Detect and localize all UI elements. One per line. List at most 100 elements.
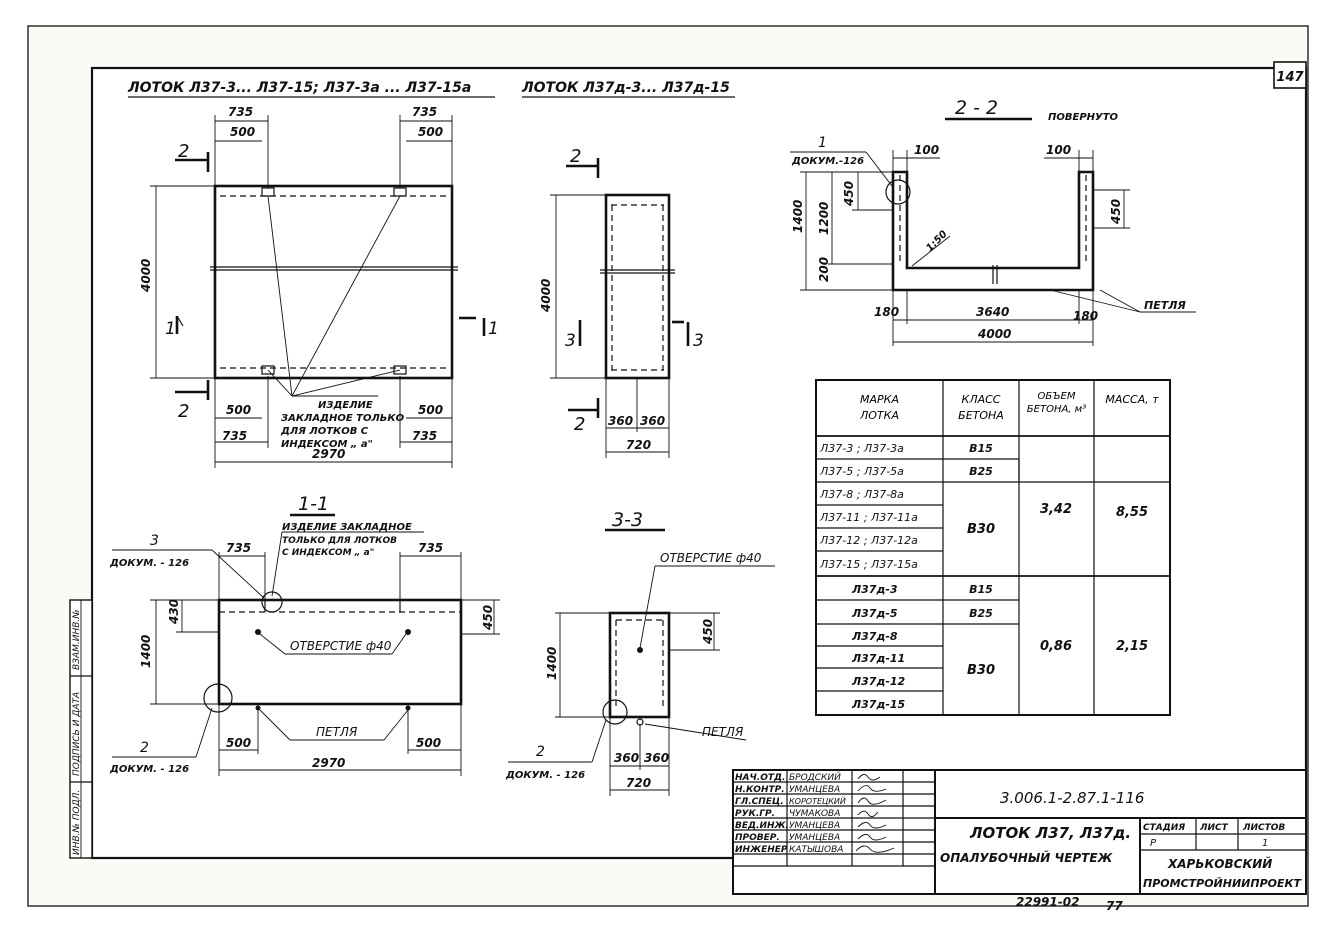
- plan-b-title: ЛОТОК Л37д-3... Л37д-15: [521, 80, 730, 96]
- section-33-callout2-num: 2: [536, 744, 545, 760]
- tb-role-2: ГЛ.СПЕЦ.: [735, 797, 784, 807]
- spec-mark-0: Л37-3 ; Л37-3а: [819, 442, 904, 455]
- tb-name-0: БРОДСКИЙ: [789, 771, 841, 783]
- section-22-note: ПОВЕРНУТО: [1048, 112, 1119, 123]
- plan-b-dim-360-l: 360: [608, 414, 633, 428]
- section-22-dim-450-r: 450: [1109, 199, 1123, 225]
- strip-signature-date: ПОДПИСЬ И ДАТА: [72, 692, 82, 776]
- section-11-view: ИЗДЕЛИЕ ЗАКЛАДНОЕ ТОЛЬКО ДЛЯ ЛОТКОВ С ИН…: [109, 522, 500, 776]
- section-11-loop: ПЕТЛЯ: [316, 725, 358, 739]
- plan-a-dim-500-tr: 500: [418, 125, 443, 139]
- plan-b-dim-720: 720: [626, 438, 651, 452]
- section-33-dim-1400: 1400: [545, 647, 559, 680]
- section-22-dim-100-r: 100: [1046, 143, 1071, 157]
- spec-table: МАРКА ЛОТКА КЛАСС БЕТОНА ОБЪЕМ БЕТОНА, м…: [815, 379, 1171, 716]
- tb-name-3: ЧУМАКОВА: [789, 809, 840, 819]
- plan-a-dim-500-bl: 500: [226, 403, 251, 417]
- spec-header-class: КЛАСС БЕТОНА: [958, 393, 1004, 422]
- section-22-callout-doc: ДОКУМ.-126: [791, 156, 864, 167]
- spec-mark-4: Л37-12 ; Л37-12а: [819, 534, 918, 547]
- spec-header-volume: ОБЪЕМ БЕТОНА, м³: [1026, 391, 1087, 415]
- tb-doc-code: 3.006.1-2.87.1-116: [1000, 789, 1144, 807]
- section-33-dim-720: 720: [626, 776, 651, 790]
- section-22-view: 1 ДОКУМ.-126 100 100 1400 1200 200 450 4…: [790, 135, 1196, 346]
- tb-role-3: РУК.ГР.: [735, 809, 775, 819]
- section-22-callout-num: 1: [818, 135, 827, 151]
- section-11-callout3-doc: ДОКУМ. - 126: [109, 558, 189, 569]
- tb-stage-header: СТАДИЯ: [1143, 823, 1185, 833]
- section-22-dim-100-l: 100: [914, 143, 939, 157]
- spec-mark-6: Л37д-3: [851, 583, 898, 596]
- section-33-view: ОТВЕРСТИЕ ф40 1400 450 ПЕТЛЯ 360 360 720…: [505, 551, 775, 796]
- spec-class-4: В15: [969, 583, 993, 596]
- section-22-dim-180-l: 180: [874, 305, 899, 319]
- spec-mark-8: Л37д-8: [851, 630, 898, 643]
- spec-class-3: В30: [967, 522, 995, 537]
- section-11-callout2-num: 2: [140, 740, 149, 756]
- section-33-outline: [608, 611, 671, 719]
- spec-mark-5: Л37-15 ; Л37-15а: [819, 558, 918, 571]
- tb-title-1: ЛОТОК Л37, Л37д.: [969, 824, 1131, 842]
- plan-b-cut-3-right: 3: [693, 331, 704, 351]
- section-11-hole: ОТВЕРСТИЕ ф40: [290, 639, 392, 653]
- spec-volume-a: 3,42: [1040, 502, 1072, 517]
- spec-mark-11: Л37д-15: [851, 698, 906, 711]
- spec-class-5: В25: [969, 607, 993, 620]
- plan-a-dim-500-tl: 500: [230, 125, 255, 139]
- tb-title-2: ОПАЛУБОЧНЫЙ ЧЕРТЕЖ: [940, 850, 1113, 865]
- section-11-callout2-doc: ДОКУМ. - 126: [109, 764, 189, 775]
- plan-a-cut-2-top: 2: [178, 141, 189, 162]
- plan-a-dim-2970: 2970: [312, 447, 345, 461]
- spec-header-mark: МАРКА ЛОТКА: [860, 393, 899, 422]
- section-22-dim-450-l: 450: [842, 181, 856, 207]
- strip-inv-number: ИНВ.№ ПОДЛ.: [72, 790, 82, 855]
- tb-role-4: ВЕД.ИНЖ.: [735, 821, 789, 831]
- spec-mark-2: Л37-8 ; Л37-8а: [819, 488, 904, 501]
- tb-name-6: КАТЫШОВА: [789, 845, 843, 855]
- section-33-title: 3-3: [612, 509, 643, 531]
- section-22-loop: ПЕТЛЯ: [1144, 299, 1186, 312]
- plan-a-cut-1-right: 1: [488, 319, 499, 339]
- section-11-dim-500-r: 500: [416, 736, 441, 750]
- tb-role-6: ИНЖЕНЕР: [735, 845, 788, 855]
- plan-b-cut-2-top: 2: [570, 146, 581, 167]
- section-33-dim-360-r: 360: [644, 751, 669, 765]
- plan-a-title: ЛОТОК Л37-3... Л37-15; Л37-3а ... Л37-15…: [127, 80, 471, 96]
- plan-b-outline: [604, 193, 671, 380]
- spec-volume-b: 0,86: [1040, 639, 1072, 654]
- tb-role-0: НАЧ.ОТД.: [735, 773, 785, 783]
- spec-mark-1: Л37-5 ; Л37-5а: [819, 465, 904, 478]
- tb-name-2: КОРОТЕЦКИЙ: [789, 795, 846, 806]
- tb-stage-value: Р: [1150, 838, 1157, 849]
- section-22-title: 2 - 2: [955, 97, 998, 119]
- tb-name-4: УМАНЦЕВА: [789, 821, 840, 831]
- section-11-dim-450: 450: [481, 605, 495, 631]
- plan-a-dim-4000: 4000: [139, 259, 153, 293]
- section-33-dim-360-l: 360: [614, 751, 639, 765]
- tb-org-2: ПРОМСТРОЙНИИПРОЕКТ: [1143, 877, 1303, 890]
- section-22-dim-200: 200: [817, 257, 831, 282]
- sheet-number-box: 147: [1273, 61, 1307, 89]
- plan-a-cut-1-left: 1: [165, 319, 176, 339]
- spec-mark-7: Л37д-5: [851, 607, 898, 620]
- section-11-note-3: С ИНДЕКСОМ „ а": [282, 548, 374, 558]
- tb-sheet-header: ЛИСТ: [1199, 823, 1229, 833]
- tb-name-5: УМАНЦЕВА: [789, 833, 840, 843]
- section-33-loop: ПЕТЛЯ: [702, 725, 744, 739]
- strip-replacement-inv: ВЗАМ.ИНВ.№: [72, 609, 82, 670]
- plan-b-dim-360-r: 360: [640, 414, 665, 428]
- section-22-dim-4000: 4000: [977, 327, 1011, 341]
- spec-class-1: В15: [969, 442, 993, 455]
- section-33-dim-450: 450: [701, 619, 715, 645]
- spec-class-6: В30: [967, 663, 995, 678]
- section-11-dim-735-r: 735: [418, 541, 443, 555]
- plan-a-view: 735 500 735 500 4000 500 735 500 735 297…: [139, 105, 499, 468]
- plan-a-note-4: ИНДЕКСОМ „ а": [281, 439, 373, 450]
- section-11-dim-430: 430: [167, 599, 181, 625]
- plan-b-dim-4000: 4000: [539, 279, 553, 313]
- section-11-dim-735-l: 735: [226, 541, 251, 555]
- tb-signatures: [855, 774, 895, 853]
- spec-class-2: В25: [969, 465, 993, 478]
